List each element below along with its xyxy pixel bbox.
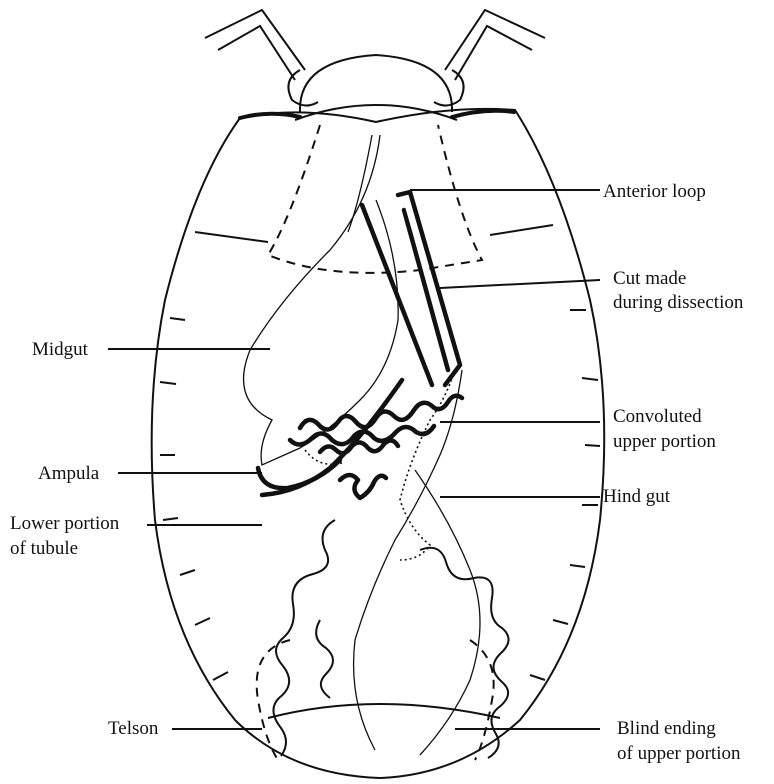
pronotum-edge-left [240,114,300,118]
label-midgut: Midgut [32,338,88,361]
anterior-loop-inner [404,210,448,370]
label-blind-line1: Blind ending [617,717,716,740]
label-telson: Telson [108,717,158,740]
telson-arc [268,704,500,718]
label-convoluted-line2: upper portion [613,430,716,453]
label-lower-line2: of tubule [10,537,78,560]
dashed-lobe [268,125,482,273]
label-cut-line2: during dissection [613,291,743,314]
pronotum-edge-right [452,111,514,117]
label-convoluted-line1: Convoluted [613,405,702,428]
label-hind-gut: Hind gut [603,485,670,508]
antenna-right [445,10,545,80]
head [300,55,452,112]
dashed-blind-ending-right [470,640,494,760]
label-blind-line2: of upper portion [617,742,740,765]
label-anterior-loop: Anterior loop [603,180,706,203]
wiggly-tubule-left-2 [316,620,333,698]
dotted-lower-tubule [400,370,455,560]
label-cut-line1: Cut made [613,267,686,290]
wiggly-tubule-right [420,548,509,758]
antenna-left [205,10,305,80]
label-lower-line1: Lower portion [10,512,119,535]
label-ampula: Ampula [38,462,99,485]
segment-marks-right [490,225,600,680]
tube-highlight [404,200,452,366]
wiggly-tubule-left [273,520,335,756]
